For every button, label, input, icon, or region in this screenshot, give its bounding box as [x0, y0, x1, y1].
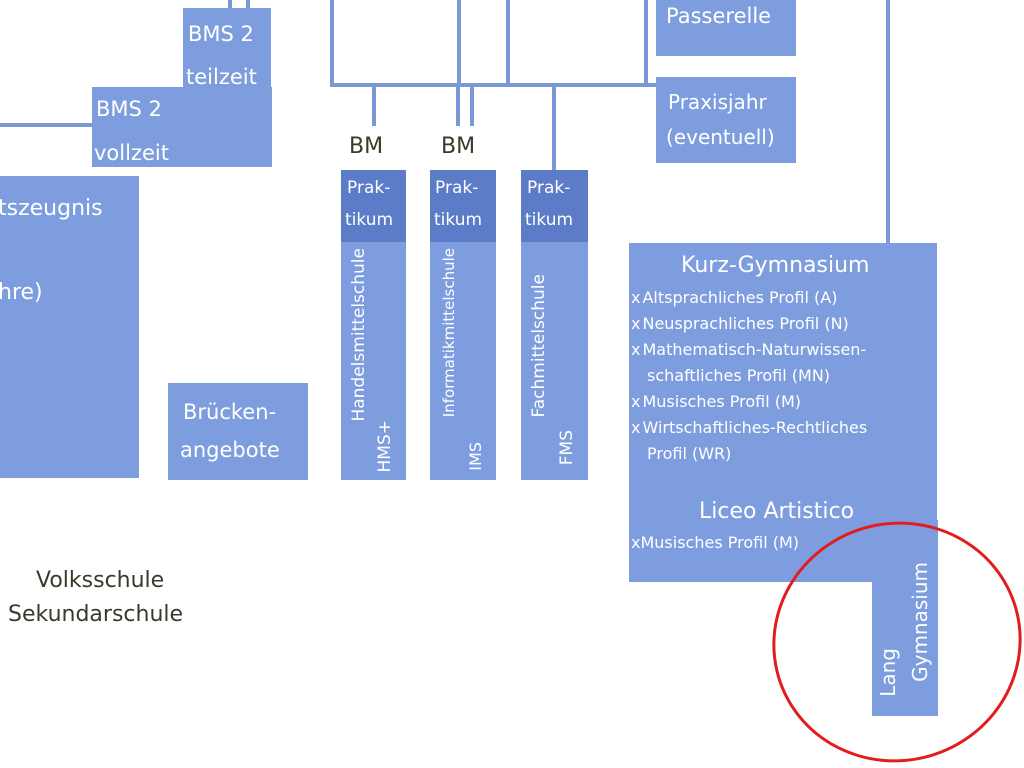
- lang-gymnasium-box: Lang Gymnasium: [872, 520, 938, 716]
- profile-label: Mathematisch-Naturwissen-: [642, 340, 867, 359]
- profile-label: Altsprachliches Profil (A): [642, 288, 838, 307]
- informatikmittelschule-label: Informatikmittelschule: [440, 248, 458, 418]
- praktikum-box: Prak- tikum: [521, 170, 588, 242]
- abschlusszeugnis-box: tszeugnis hre): [0, 176, 139, 478]
- connector-line: [644, 0, 648, 86]
- profile-marker: x: [631, 392, 641, 411]
- fms-label: FMS: [557, 430, 577, 466]
- passerelle-box: Passerelle: [656, 0, 796, 56]
- profile-item-continued: schaftliches Profil (MN): [631, 363, 867, 389]
- profile-marker: x: [631, 340, 641, 359]
- profile-label: schaftliches Profil (MN): [647, 366, 831, 385]
- praktikum-box: Prak- tikum: [341, 170, 406, 242]
- profile-label: Profil (WR): [647, 444, 732, 463]
- brueckenangebote-line2: angebote: [180, 438, 280, 462]
- praktikum-line2: tikum: [525, 210, 574, 230]
- bms2-teilzeit-line2: teilzeit: [186, 65, 257, 89]
- connector-line: [246, 0, 250, 8]
- volksschule-label: Volksschule: [36, 568, 165, 593]
- abschlusszeugnis-line1: tszeugnis: [0, 196, 103, 221]
- hms-label: HMS+: [375, 420, 395, 473]
- informatikmittelschule-column: Prak- tikum Informatikmittelschule IMS: [430, 170, 496, 480]
- connector-line: [457, 0, 461, 86]
- profile-marker: x: [631, 314, 641, 333]
- bms2-teilzeit-line1: BMS 2: [188, 22, 254, 46]
- sekundarschule-label: Sekundarschule: [8, 602, 184, 627]
- connector-line: [886, 0, 890, 245]
- praxisjahr-box: Praxisjahr (eventuell): [656, 77, 796, 163]
- connector-line: [0, 123, 96, 127]
- praktikum-line1: Prak-: [527, 178, 571, 198]
- praxisjahr-line1: Praxisjahr: [668, 90, 767, 114]
- bm-label: BM: [441, 134, 476, 159]
- praktikum-line2: tikum: [345, 210, 394, 230]
- bm-label: BM: [349, 134, 384, 159]
- praktikum-line1: Prak-: [347, 178, 391, 198]
- profile-marker: x: [631, 533, 641, 552]
- liceo-profile-item: xMusisches Profil (M): [631, 533, 799, 552]
- praktikum-line2: tikum: [434, 210, 483, 230]
- bms2-teilzeit-box: BMS 2 teilzeit: [183, 8, 271, 90]
- kurz-gymnasium-title: Kurz-Gymnasium: [681, 253, 870, 278]
- abschlusszeugnis-line2: hre): [0, 280, 43, 305]
- praktikum-box: Prak- tikum: [430, 170, 496, 242]
- connector-line: [228, 0, 232, 8]
- ims-label: IMS: [466, 442, 485, 471]
- connector-line: [330, 0, 334, 86]
- bms2-vollzeit-box: BMS 2 vollzeit: [92, 87, 272, 167]
- handelsmittelschule-column: Prak- tikum Handelsmittelschule HMS+: [341, 170, 406, 480]
- connector-line: [330, 83, 656, 87]
- connector-line: [552, 86, 556, 170]
- praktikum-line1: Prak-: [435, 178, 479, 198]
- connector-line: [372, 86, 376, 126]
- liceo-artistico-title: Liceo Artistico: [699, 499, 855, 524]
- praxisjahr-line2: (eventuell): [666, 125, 775, 149]
- connector-line: [470, 86, 474, 126]
- brueckenangebote-line1: Brücken-: [183, 400, 277, 424]
- profile-marker: x: [631, 288, 641, 307]
- handelsmittelschule-label: Handelsmittelschule: [349, 248, 369, 422]
- connector-line: [506, 0, 510, 86]
- profile-marker: x: [631, 418, 641, 437]
- profile-label: Musisches Profil (M): [642, 392, 802, 411]
- bms2-vollzeit-line1: BMS 2: [96, 97, 162, 121]
- brueckenangebote-box: Brücken- angebote: [168, 383, 308, 480]
- fachmittelschule-label: Fachmittelschule: [529, 274, 549, 418]
- passerelle-label: Passerelle: [666, 4, 772, 28]
- connector-line: [456, 86, 460, 126]
- profile-label: Wirtschaftliches-Rechtliches: [642, 418, 868, 437]
- profile-label: Musisches Profil (M): [640, 533, 800, 552]
- fachmittelschule-column: Prak- tikum Fachmittelschule FMS: [521, 170, 588, 480]
- bms2-vollzeit-line2: vollzeit: [94, 141, 169, 165]
- profile-label: Neusprachliches Profil (N): [642, 314, 849, 333]
- profile-item-continued: Profil (WR): [631, 441, 867, 467]
